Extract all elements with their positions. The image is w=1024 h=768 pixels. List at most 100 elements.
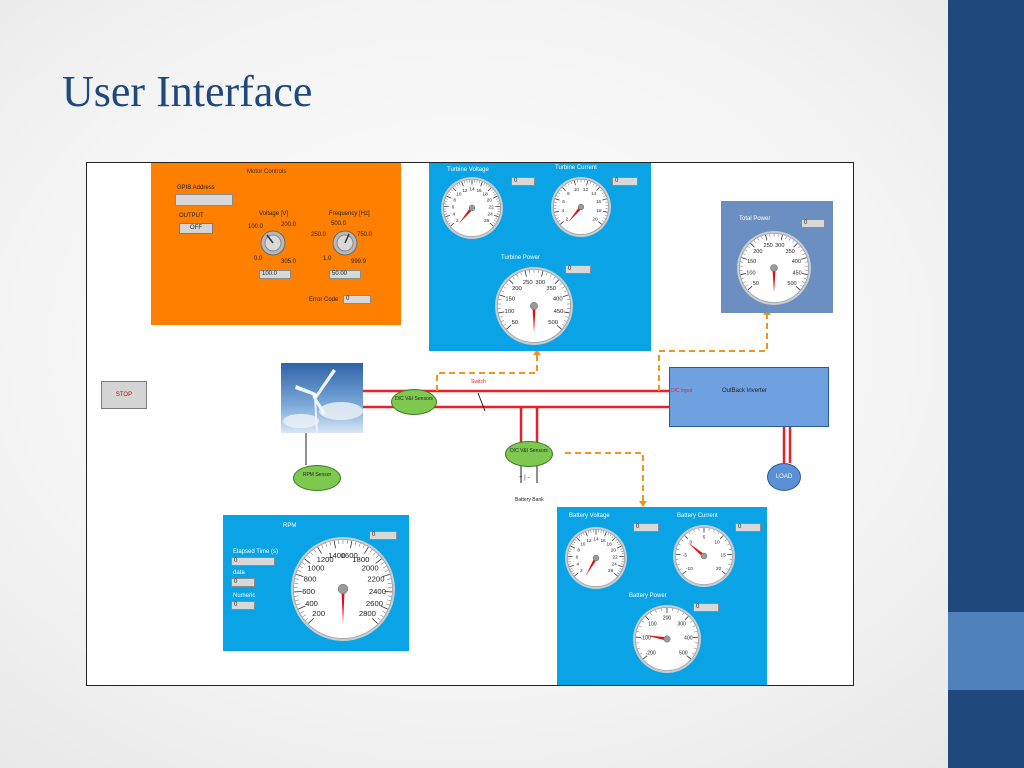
gauge-tick — [636, 631, 640, 633]
stop-button[interactable]: STOP — [101, 381, 147, 409]
gauge-tick — [447, 193, 450, 196]
gauge-tick — [570, 568, 573, 570]
battery-current-value: 0 — [735, 523, 761, 532]
gauge-tick — [555, 214, 558, 216]
gauge-tick-label: 1400 — [328, 551, 345, 560]
gauge-tick — [492, 191, 495, 194]
gauge-tick-label: 100 — [505, 309, 516, 315]
gauge-tick — [571, 543, 574, 546]
gauge-tick — [561, 286, 565, 289]
gauge-tick — [562, 294, 569, 298]
gauge-tick-label: 150 — [747, 259, 756, 265]
gauge-tick-label: 20 — [487, 198, 493, 203]
gauge-tick — [745, 249, 748, 252]
battery-voltage-label: Battery Voltage — [569, 513, 610, 519]
gauge-tick — [364, 546, 369, 554]
vi-front-panel: Motor Controls GPIB Address OUTPUT OFF V… — [86, 162, 854, 686]
gauge-tick-label: 300 — [677, 621, 686, 627]
gauge-tick — [386, 599, 391, 601]
gauge-tick-label: 400 — [792, 259, 801, 265]
gauge-tick — [694, 631, 698, 633]
gauge-needle — [458, 206, 474, 225]
gauge-tick — [570, 545, 575, 549]
gauge-tick — [688, 532, 691, 535]
gauge-tick-label: 18 — [607, 542, 613, 547]
gauge-tick — [516, 274, 519, 278]
gauge-needle — [567, 205, 583, 223]
data-label: data — [233, 570, 245, 576]
gauge-tick — [454, 185, 457, 188]
gauge-tick-label: 450 — [554, 309, 565, 315]
gauge-tick — [487, 187, 492, 192]
gauge-tick — [491, 189, 494, 192]
gauge-tick — [795, 286, 801, 291]
gauge-tick — [765, 234, 768, 241]
gauge-tick-label: 26 — [484, 218, 490, 223]
gauge-tick-label: 400 — [684, 636, 693, 642]
gauge-tick — [549, 274, 552, 278]
gauge-tick — [321, 544, 324, 549]
gauge-tick-label: 400 — [305, 599, 318, 608]
gauge-tick — [563, 290, 567, 293]
gauge-tick-label: 10 — [580, 542, 586, 547]
gauge-tick-label: 8 — [453, 198, 456, 203]
gauge-tick — [602, 198, 607, 201]
gauge-tick-label: -5 — [683, 553, 688, 558]
gpib-address-input[interactable] — [175, 194, 233, 206]
gauge-tick — [487, 185, 490, 188]
gauge-tick — [721, 570, 726, 575]
output-toggle-button[interactable]: OFF — [179, 223, 213, 234]
gauge-tick — [678, 543, 681, 546]
gauge-tick — [713, 529, 715, 533]
gauge-tick-label: 600 — [302, 587, 315, 596]
gauge-tick — [620, 550, 624, 552]
voltage-numeric-input[interactable]: 100.0 — [259, 270, 291, 279]
gauge-tick — [574, 539, 577, 542]
gauge-tick — [305, 617, 309, 621]
gauge-tick-label: 1200 — [317, 555, 334, 564]
voltage-knob[interactable] — [259, 229, 287, 257]
gauge-tick — [556, 217, 559, 219]
gauge-tick — [499, 316, 503, 318]
gauge-tick — [310, 552, 314, 556]
gauge-tick-label: 16 — [476, 188, 482, 193]
gauge-tick — [449, 191, 452, 194]
rpm-sensor: RPM Sensor — [293, 465, 341, 491]
frequency-scale-min: 1.0 — [323, 256, 332, 262]
gauge-tick-label: 200 — [312, 609, 325, 618]
gauge-tick — [603, 217, 606, 219]
frequency-numeric-input[interactable]: 50.00 — [329, 270, 361, 279]
gauge-tick — [375, 555, 379, 559]
gauge-tick — [295, 578, 299, 580]
slide-title: User Interface — [62, 67, 313, 116]
gauge-tick — [380, 605, 388, 610]
gauge-tick — [384, 570, 389, 572]
gauge-tick — [650, 612, 652, 616]
gauge-tick — [682, 612, 684, 616]
gauge-tick — [546, 272, 548, 276]
gauge-tick — [445, 198, 448, 200]
frequency-knob[interactable] — [331, 229, 359, 257]
gauge-tick — [619, 568, 622, 570]
gauge-tick — [560, 189, 563, 192]
gauge-tick-label: 20 — [611, 548, 617, 553]
turbine-panel: Turbine Voltage 0 Turbine Current 0 Turb… — [429, 163, 651, 351]
gauge-tick — [494, 214, 499, 218]
gauge-tick — [578, 535, 581, 538]
gauge-tick — [382, 611, 386, 614]
gauge-tick — [569, 548, 572, 550]
gauge-tick — [450, 222, 455, 227]
gauge-tick — [501, 320, 505, 322]
gauge-tick — [485, 184, 488, 187]
slide-sidebar-accent — [948, 612, 1024, 690]
gauge-tick-label: 10 — [574, 187, 580, 192]
gauge-tick — [603, 210, 608, 213]
gauge-tick — [573, 541, 576, 544]
gauge-tick — [369, 549, 373, 553]
gauge-tick — [572, 572, 575, 575]
gauge-tick — [800, 249, 803, 252]
gauge-tick — [583, 532, 585, 536]
gauge-tick — [561, 323, 565, 326]
gauge-tick-label: 6 — [576, 555, 579, 560]
